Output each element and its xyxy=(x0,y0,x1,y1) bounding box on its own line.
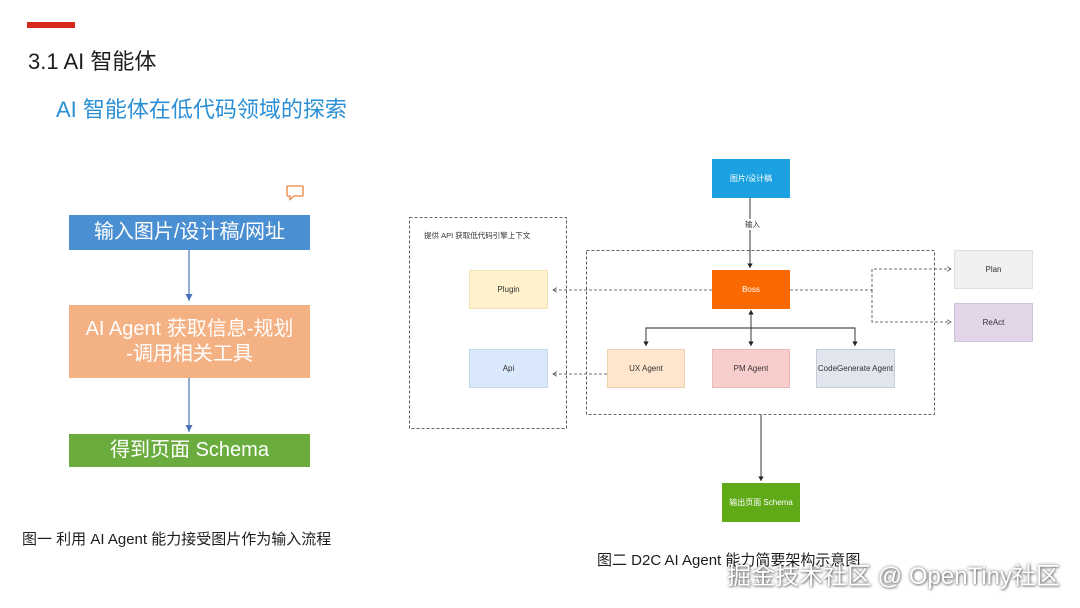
node-ux-agent: UX Agent xyxy=(607,349,685,388)
page-title: 3.1 AI 智能体 xyxy=(28,49,157,74)
node-input-image: 图片/设计稿 xyxy=(712,159,790,198)
node-boss: Boss xyxy=(712,270,790,309)
node-api: Api xyxy=(469,349,548,388)
edge-label-input: 输入 xyxy=(744,219,761,230)
flow-step-output: 得到页面 Schema xyxy=(69,434,310,467)
page-subtitle: AI 智能体在低代码领域的探索 xyxy=(56,97,347,122)
flow-step-agent: AI Agent 获取信息-规划 -调用相关工具 xyxy=(69,305,310,378)
figure-2-caption: 图二 D2C AI Agent 能力简要架构示意图 xyxy=(597,552,861,569)
node-react: ReAct xyxy=(954,303,1033,342)
watermark: 掘金技术社区 @ OpenTiny社区 xyxy=(727,563,1060,590)
flow-step-agent-line2: -调用相关工具 xyxy=(126,342,253,365)
figure-1-caption: 图一 利用 AI Agent 能力接受图片作为输入流程 xyxy=(22,531,332,548)
node-output-schema: 输出页面 Schema xyxy=(722,483,800,522)
flow-step-output-label: 得到页面 Schema xyxy=(110,439,269,461)
flow-step-input: 输入图片/设计稿/网址 xyxy=(69,215,310,250)
node-codegenerate-agent: CodeGenerate Agent xyxy=(816,349,895,388)
comment-icon[interactable] xyxy=(286,185,304,201)
accent-bar xyxy=(27,22,75,28)
node-plugin: Plugin xyxy=(469,270,548,309)
context-group-label: 提供 API 获取低代码引擎上下文 xyxy=(424,231,531,240)
node-pm-agent: PM Agent xyxy=(712,349,790,388)
flow-step-input-label: 输入图片/设计稿/网址 xyxy=(93,221,286,243)
node-plan: Plan xyxy=(954,250,1033,289)
flow-step-agent-line1: AI Agent 获取信息-规划 xyxy=(85,317,294,340)
